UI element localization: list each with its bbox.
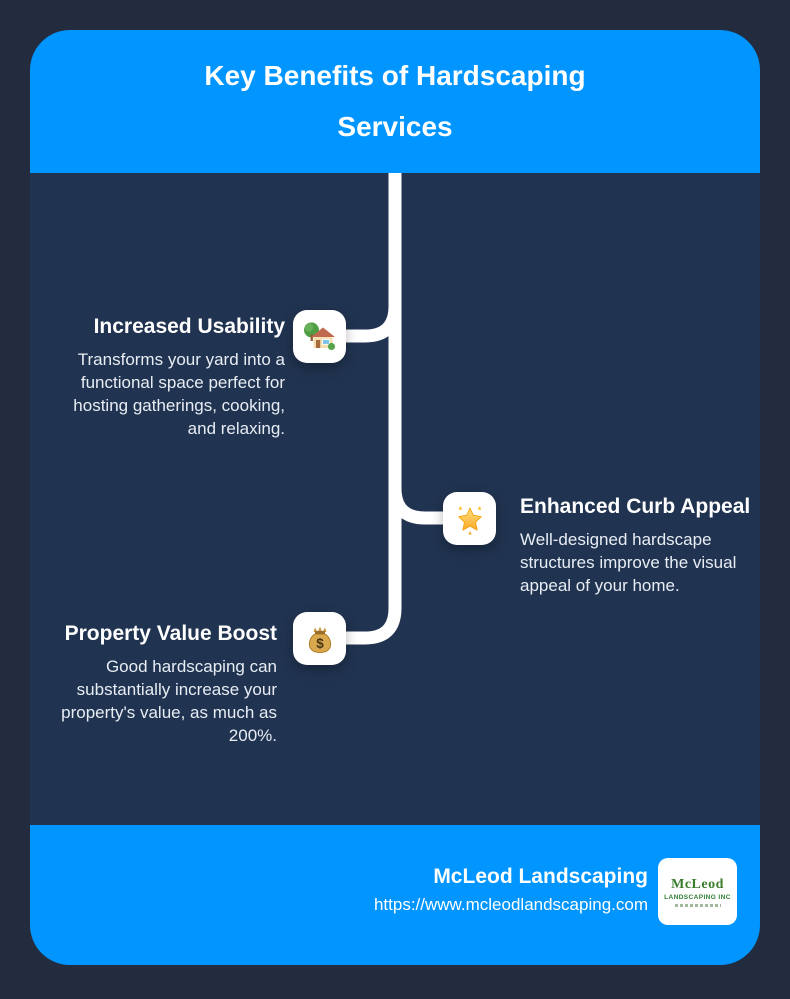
company-name: McLeod Landscaping	[433, 865, 648, 888]
connector-branch-usability	[330, 305, 402, 343]
benefit-description: Good hardscaping can substantially incre…	[61, 657, 277, 745]
money-bag-icon: $	[308, 626, 331, 653]
connector-main-line	[330, 173, 402, 645]
property-value-icon-card: $	[293, 612, 346, 665]
house-with-garden-icon	[303, 322, 335, 350]
benefit-title: Enhanced Curb Appeal	[520, 495, 751, 518]
website-link[interactable]: https://www.mcleodlandscaping.com	[373, 895, 648, 914]
benefit-description: Transforms your yard into a functional s…	[73, 350, 285, 438]
curb-appeal-icon-card	[443, 492, 496, 545]
header: Key Benefits of Hardscaping Services	[30, 30, 760, 173]
logo-subtitle: LANDSCAPING INC	[664, 893, 731, 901]
footer: McLeod Landscaping https://www.mcleodlan…	[30, 825, 760, 965]
benefit-title: Property Value Boost	[64, 622, 277, 645]
benefit-item-curb-appeal: Enhanced Curb Appeal Well-designed hards…	[520, 495, 762, 597]
usability-icon-card	[293, 310, 346, 363]
footer-branding: McLeod Landscaping https://www.mcleodlan…	[374, 865, 648, 915]
logo-wordmark: McLeod	[671, 876, 724, 892]
timeline-connector	[330, 173, 460, 645]
content-panel: $ Increased Usability Transforms your ya…	[30, 173, 760, 825]
connector-branch-curb-appeal	[388, 487, 460, 525]
dollar-sign: $	[316, 636, 324, 651]
page-title: Key Benefits of Hardscaping Services	[204, 60, 586, 142]
benefit-item-property-value: Property Value Boost Good hardscaping ca…	[47, 622, 277, 747]
glowing-star-icon	[457, 505, 482, 534]
benefit-item-usability: Increased Usability Transforms your yard…	[55, 315, 285, 440]
benefit-title: Increased Usability	[93, 315, 285, 338]
company-logo: McLeod LANDSCAPING INC	[658, 858, 737, 925]
benefit-description: Well-designed hardscape structures impro…	[520, 530, 737, 595]
logo-tagline-placeholder	[674, 903, 721, 907]
